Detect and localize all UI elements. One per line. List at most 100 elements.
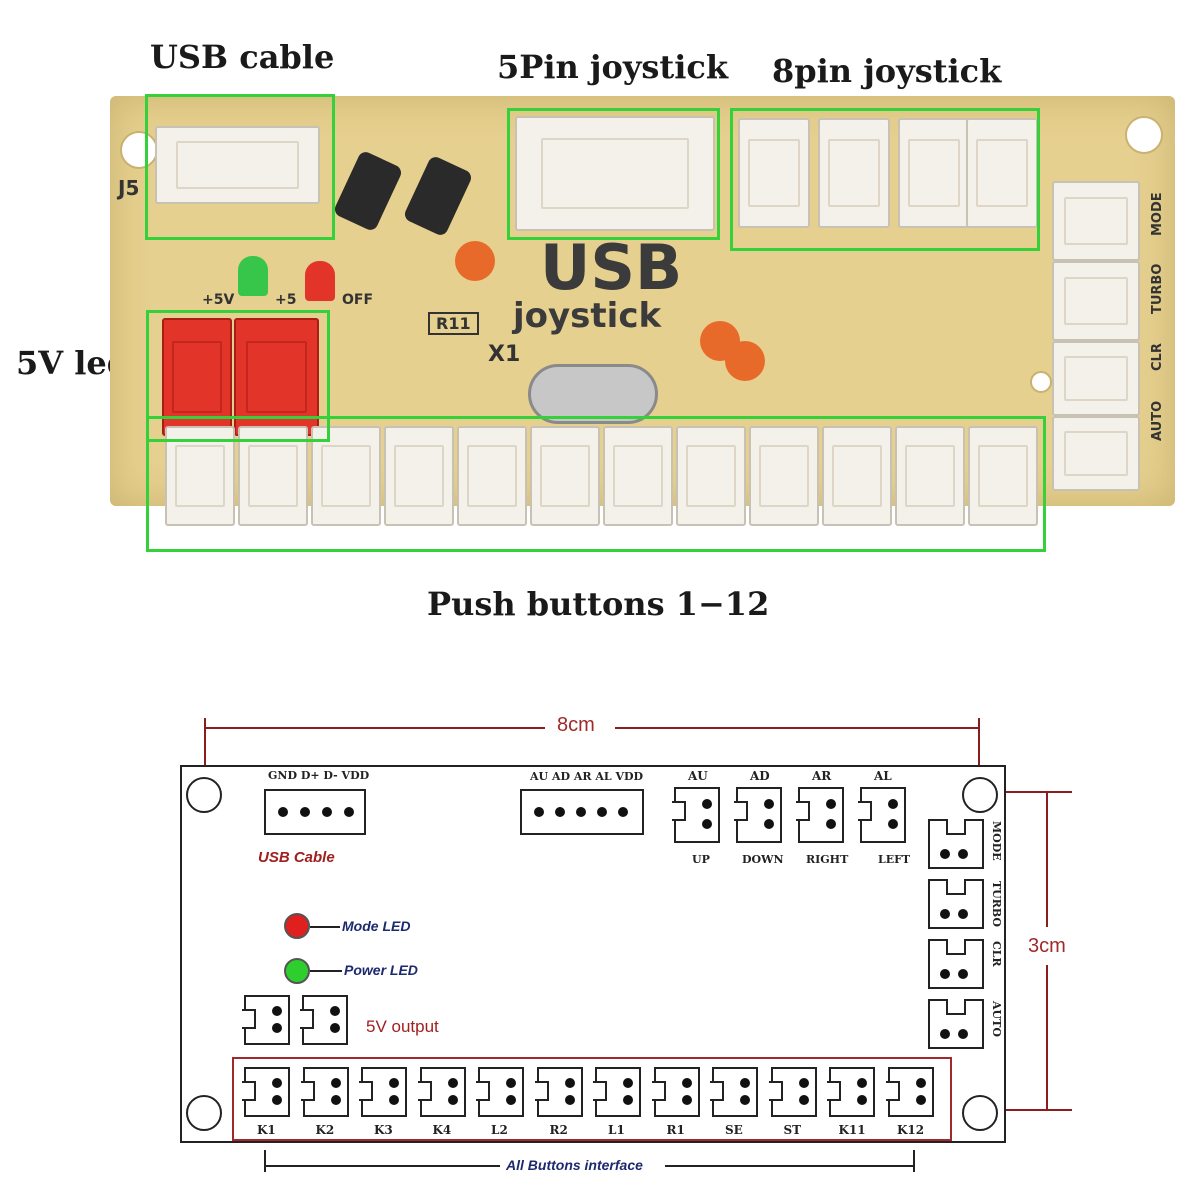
mounting-hole	[1125, 116, 1163, 154]
caption-push-buttons: Push buttons 1−12	[427, 585, 770, 623]
mounting-hole	[120, 131, 158, 169]
power-led-green	[238, 256, 268, 296]
5v-output-header	[242, 995, 290, 1045]
button-header-k11	[827, 1067, 875, 1117]
push-button-connector	[457, 426, 527, 526]
silk-r11: R11	[428, 312, 479, 335]
button-label: K3	[374, 1123, 393, 1137]
side-button-header	[928, 999, 984, 1049]
crystal-oscillator	[528, 364, 658, 424]
buttons-interface-line-left	[265, 1165, 500, 1167]
highlight-push-buttons	[146, 416, 1046, 552]
side-button-label: MODE	[990, 821, 1003, 861]
push-button-connector	[822, 426, 892, 526]
mounting-hole	[962, 777, 998, 813]
button-header-k2	[300, 1067, 349, 1117]
buttons-interface-tick-right	[913, 1150, 915, 1172]
button-label: K12	[897, 1123, 925, 1137]
push-button-connector	[530, 426, 600, 526]
silk-plus5: +5	[275, 292, 297, 308]
width-dimension-line-right	[615, 727, 979, 729]
width-dimension-label: 8cm	[557, 714, 595, 736]
direction-top-label: AL	[874, 769, 892, 783]
mode-led-red	[305, 261, 335, 301]
button-label: R2	[549, 1123, 568, 1137]
joystick-5pin-pins-label: AU AD AR AL VDD	[530, 770, 644, 783]
silk-joystick: joystick	[513, 296, 662, 336]
push-button-connector	[384, 426, 454, 526]
ceramic-capacitor	[725, 341, 765, 381]
side-label-turbo: TURBO	[1150, 263, 1165, 314]
height-dimension-label: 3cm	[1028, 935, 1066, 957]
caption-usb-cable: USB cable	[150, 38, 335, 76]
button-label: L2	[491, 1123, 508, 1137]
button-header-l1	[593, 1067, 641, 1117]
usb-cable-label: USB Cable	[258, 849, 335, 866]
side-button-label: CLR	[990, 941, 1003, 967]
joystick-8pin-connector	[818, 118, 890, 228]
height-dimension-tick-bottom	[980, 1109, 1072, 1111]
highlight-8pin	[730, 108, 1040, 251]
5v-output-header	[300, 995, 348, 1045]
side-button-label: TURBO	[990, 881, 1003, 928]
side-connector-clr	[1052, 341, 1140, 416]
side-button-label: AUTO	[990, 1001, 1003, 1037]
direction-bottom-label: LEFT	[878, 853, 911, 866]
direction-header	[796, 787, 844, 843]
width-dimension-tick-right	[978, 718, 980, 790]
mode-led-label: Mode LED	[342, 918, 411, 934]
mode-led	[284, 913, 310, 939]
direction-bottom-label: RIGHT	[806, 853, 849, 866]
side-connector-mode	[1052, 181, 1140, 261]
height-dimension-tick-top	[980, 791, 1072, 793]
direction-header	[672, 787, 720, 843]
button-label: K1	[257, 1123, 276, 1137]
highlight-usb	[145, 94, 335, 240]
width-dimension-line-left	[205, 727, 545, 729]
usb-pins-label: GND D+ D- VDD	[268, 769, 370, 782]
side-button-header	[928, 939, 984, 989]
side-button-header	[928, 819, 984, 869]
push-button-connector	[968, 426, 1038, 526]
buttons-interface-label: All Buttons interface	[506, 1157, 643, 1173]
push-button-connector	[603, 426, 673, 526]
button-label: SE	[725, 1123, 743, 1137]
caption-8pin-joystick: 8pin joystick	[772, 52, 1002, 90]
push-button-connector	[311, 426, 381, 526]
button-label: ST	[783, 1123, 802, 1137]
direction-bottom-label: DOWN	[742, 853, 784, 866]
button-label: R1	[666, 1123, 685, 1137]
power-led-leader	[310, 970, 342, 972]
push-button-connector	[895, 426, 965, 526]
usb-header	[264, 789, 366, 835]
electrolytic-capacitor	[402, 154, 474, 238]
side-connector-turbo	[1052, 261, 1140, 341]
ceramic-capacitor	[455, 241, 495, 281]
schematic-board: GND D+ D- VDD USB Cable AU AD AR AL VDD …	[180, 765, 1006, 1143]
silk-plus5v: +5V	[202, 292, 235, 308]
side-connector-auto	[1052, 416, 1140, 491]
5v-output-label: 5V output	[366, 1017, 439, 1036]
caption-5pin-joystick: 5Pin joystick	[497, 48, 729, 86]
power-led	[284, 958, 310, 984]
highlight-5pin	[507, 108, 720, 240]
push-button-connector	[165, 426, 235, 526]
button-header-se	[710, 1067, 758, 1117]
side-label-mode: MODE	[1150, 192, 1165, 236]
mounting-hole	[186, 777, 222, 813]
direction-bottom-label: UP	[692, 853, 710, 866]
mounting-hole	[962, 1095, 998, 1131]
height-dimension-line-bottom	[1046, 965, 1048, 1110]
push-button-connector	[749, 426, 819, 526]
pcb-board: J5 MODE TURBO CLR AUTO +5V +5 OFF U	[110, 96, 1175, 526]
silk-usb: USB	[540, 231, 683, 304]
button-label: K11	[838, 1123, 866, 1137]
silk-off: OFF	[342, 292, 374, 308]
side-label-auto: AUTO	[1150, 400, 1165, 441]
button-header-k12	[885, 1067, 934, 1117]
push-button-connector	[238, 426, 308, 526]
button-label: K2	[315, 1123, 335, 1137]
button-label: K4	[432, 1123, 452, 1137]
width-dimension-tick-left	[204, 718, 206, 790]
buttons-interface-line-right	[665, 1165, 913, 1167]
